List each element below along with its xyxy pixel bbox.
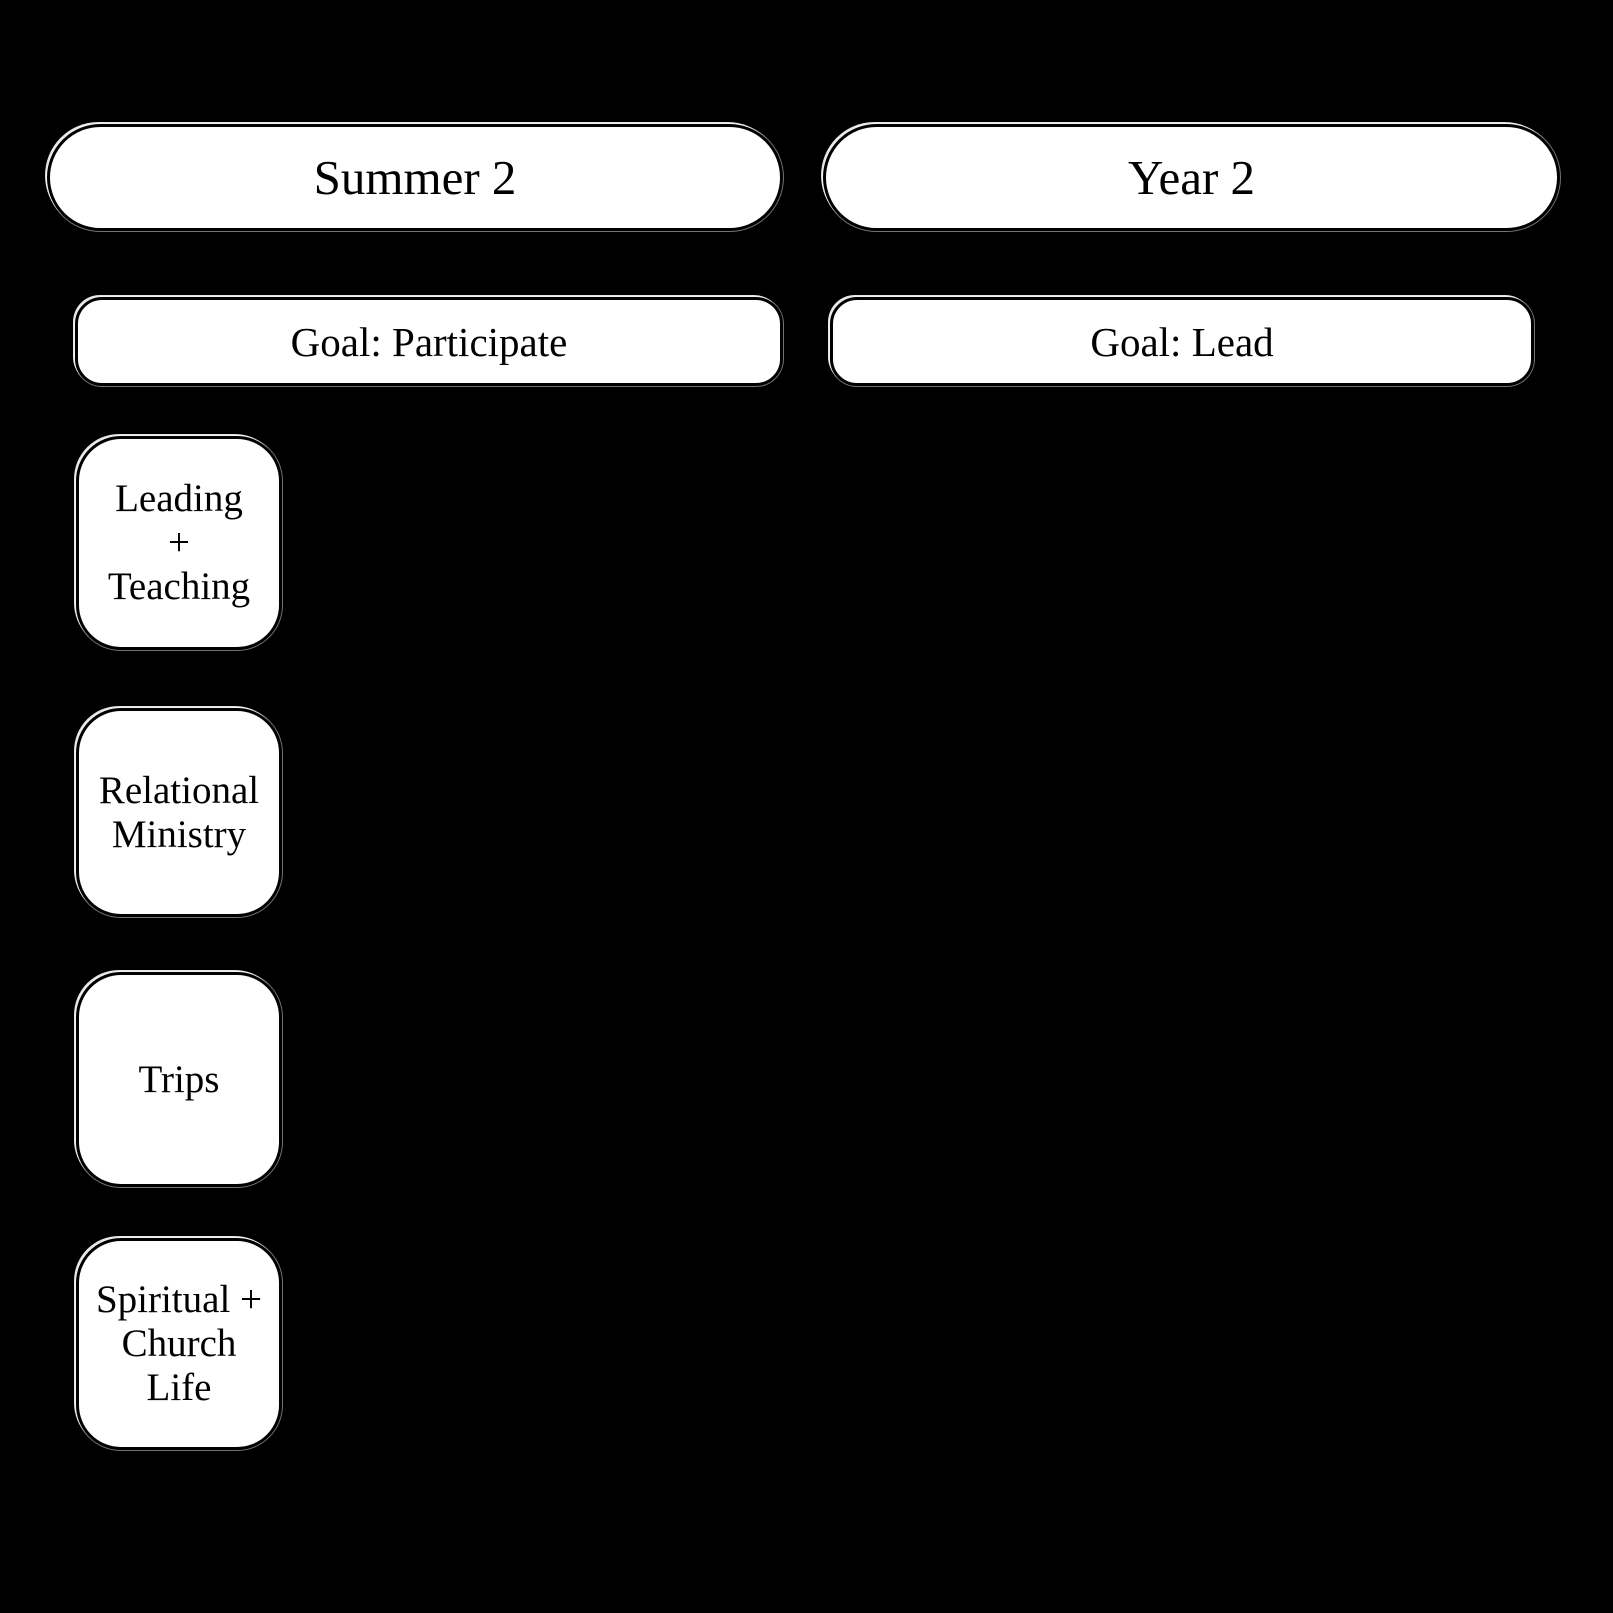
header-pill-year-2: Year 2 <box>823 124 1560 231</box>
category-label-line: Teaching <box>107 564 251 608</box>
category-label-line: Spiritual + <box>95 1278 263 1322</box>
category-box-trips: Trips <box>76 972 282 1187</box>
header-summer-2-label: Summer 2 <box>313 150 517 205</box>
category-label-line: Relational <box>98 768 260 812</box>
category-box-spiritual-church-life: Spiritual + Church Life <box>76 1238 282 1450</box>
category-label-line: + <box>168 521 190 565</box>
category-box-relational-ministry: Relational Ministry <box>76 708 282 917</box>
header-pill-summer-2: Summer 2 <box>47 124 783 231</box>
header-year-2-label: Year 2 <box>1127 150 1256 205</box>
category-label-line: Life <box>146 1365 212 1409</box>
goal-participate-label: Goal: Participate <box>290 318 568 365</box>
goal-lead-label: Goal: Lead <box>1090 318 1274 365</box>
goal-bar-lead: Goal: Lead <box>830 297 1534 386</box>
category-label-line: Trips <box>138 1057 220 1101</box>
category-box-leading-teaching: Leading + Teaching <box>76 436 282 650</box>
goal-bar-participate: Goal: Participate <box>75 297 783 386</box>
category-label-line: Leading <box>115 477 243 521</box>
category-label-line: Church <box>121 1322 237 1366</box>
category-label-line: Ministry <box>111 812 247 856</box>
